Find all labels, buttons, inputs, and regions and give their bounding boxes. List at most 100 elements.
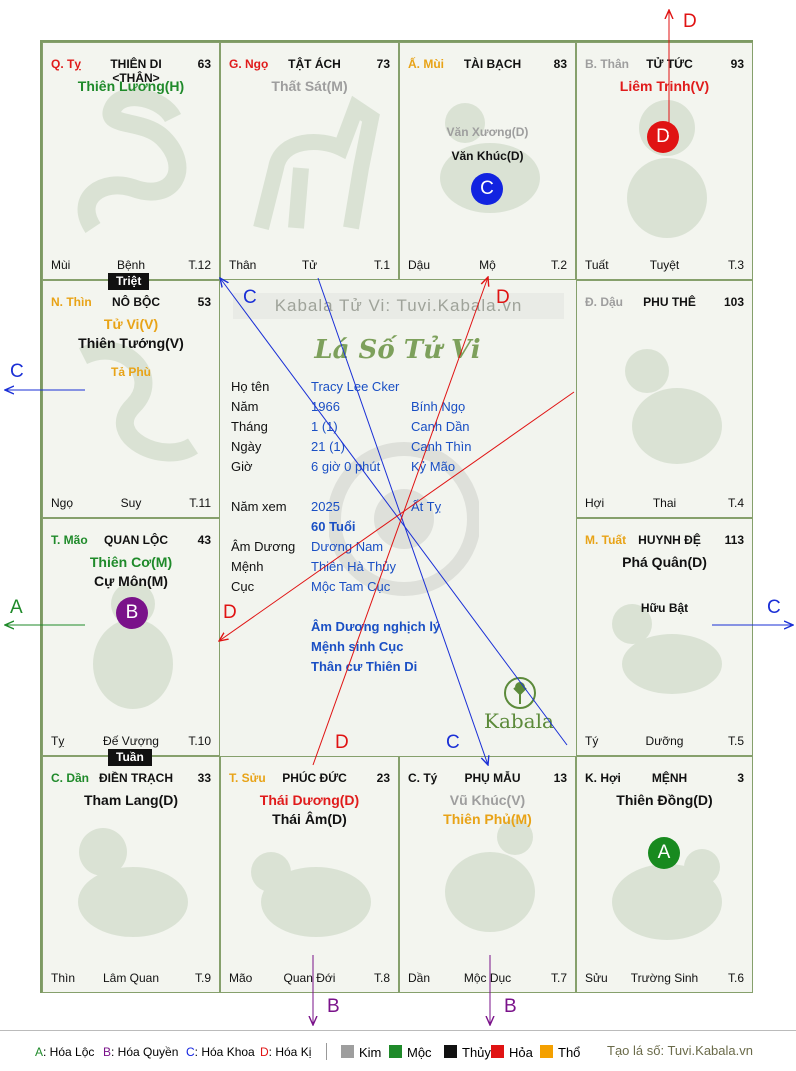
- palace-name: ĐIỀN TRẠCH: [99, 771, 173, 785]
- palace-name: MỆNH: [651, 771, 688, 785]
- center-info-panel: Kabala Tử Vi: Tuvi.Kabala.vn Lá Số Tử Vi…: [219, 279, 576, 756]
- legend-key: D: [260, 1045, 269, 1059]
- footer-branch: Dần: [408, 971, 431, 985]
- major-stars: Thiên Cơ(M)Cự Môn(M): [47, 553, 215, 591]
- tiger-watermark-icon: [78, 828, 188, 937]
- palace-age: 23: [376, 771, 390, 785]
- info-label: Cục: [231, 579, 255, 594]
- footer-cycle: Thai: [652, 496, 677, 510]
- kabala-logo-text: Kabala: [484, 709, 554, 733]
- palace-can-chi: M. Tuất: [585, 533, 627, 547]
- line-red-2: [219, 391, 575, 641]
- palace-age: 13: [553, 771, 567, 785]
- palace-can-chi: Ấ. Mùi: [408, 57, 444, 71]
- snake-watermark-icon: [77, 88, 187, 233]
- footer-month: T.9: [194, 971, 211, 985]
- element-color-swatch: [444, 1045, 457, 1058]
- minor-star: Hữu Bật: [640, 601, 689, 615]
- palace-header: C. Tý PHỤ MẪU 13: [408, 771, 567, 787]
- footer-branch: Tỵ: [51, 734, 65, 748]
- footer-cycle: Tử: [301, 258, 318, 272]
- element-label: Hỏa: [509, 1045, 533, 1060]
- legend-hoa-item: C: Hóa Khoa: [186, 1045, 255, 1059]
- info-label: Ngày: [231, 439, 262, 454]
- info-can-chi: Canh Dần: [411, 419, 470, 434]
- footer-month: T.7: [550, 971, 567, 985]
- legend-text: : Hóa Kị: [268, 1045, 312, 1059]
- element-label: Mộc: [407, 1045, 432, 1060]
- info-label: Năm: [231, 399, 259, 414]
- minor-star: Văn Xương(D): [446, 125, 529, 139]
- palace-can-chi: C. Tý: [408, 771, 438, 785]
- palace-name: PHÚC ĐỨC: [282, 771, 347, 785]
- info-label: Năm xem: [231, 499, 287, 514]
- footer-branch: Tuất: [585, 258, 609, 272]
- element-color-swatch: [389, 1045, 402, 1058]
- chart-note: Âm Dương nghịch lý: [311, 619, 441, 634]
- chart-note: Mệnh sinh Cục: [311, 639, 404, 654]
- element-label: Thổ: [558, 1045, 581, 1060]
- info-label: Giờ: [231, 459, 253, 474]
- palace-can-chi: Q. Tỵ: [51, 57, 82, 71]
- hoa-badge-d: D: [647, 121, 679, 153]
- arrow-label-bottom-b2: B: [504, 996, 517, 1017]
- footer-month: T.6: [727, 971, 744, 985]
- major-star: Thiên Đồng(D): [616, 792, 713, 808]
- info-value: 1 (1): [311, 419, 338, 434]
- info-can-chi: Bính Ngọ: [411, 399, 466, 414]
- palace-can-chi: T. Mão: [51, 533, 88, 547]
- info-value: Mộc Tam Cục: [311, 579, 391, 594]
- age-value: 60 Tuổi: [311, 519, 356, 534]
- arrow-label-right-c: C: [767, 597, 781, 618]
- footer-month: T.11: [189, 496, 211, 510]
- arrow-label-top-d: D: [683, 11, 697, 32]
- footer-branch: Sửu: [585, 971, 608, 985]
- major-star: Thiên Lương(H): [77, 78, 185, 94]
- chart-note: Thân cư Thiên Di: [311, 659, 418, 674]
- element-label: Kim: [359, 1045, 382, 1060]
- footer-month: T.2: [550, 258, 567, 272]
- major-star: Thiên Phủ(M): [443, 811, 532, 827]
- element-color-swatch: [341, 1045, 354, 1058]
- major-stars: Thất Sát(M): [225, 77, 394, 96]
- palace-age: 83: [553, 57, 567, 71]
- legend-hoa-item: A: Hóa Lộc: [35, 1045, 94, 1059]
- major-stars: Vũ Khúc(V)Thiên Phủ(M): [404, 791, 571, 829]
- arrow-label-line-d2: D: [223, 602, 237, 623]
- kabala-tree-icon: [504, 677, 536, 709]
- legend-divider: [326, 1043, 327, 1060]
- info-value: 2025: [311, 499, 340, 514]
- footer-cycle: Mộc Dục: [463, 971, 512, 985]
- palace-name: PHỤ MẪU: [464, 771, 521, 785]
- footer-month: T.10: [188, 734, 211, 748]
- major-star: Thiên Cơ(M): [89, 554, 173, 570]
- dragon-watermark-icon: [78, 341, 198, 462]
- footer-month: T.1: [373, 258, 390, 272]
- hoa-badge-a: A: [648, 837, 680, 869]
- info-label: Âm Dương: [231, 539, 296, 554]
- footer-cycle: Suy: [120, 496, 142, 510]
- arrow-label-line-c2: C: [446, 732, 460, 753]
- site-watermark-banner: Kabala Tử Vi: Tuvi.Kabala.vn: [233, 293, 564, 319]
- mouse-watermark-icon: [445, 819, 535, 932]
- major-stars: Thiên Đồng(D): [581, 791, 748, 810]
- palace-can-chi: G. Ngọ: [229, 57, 269, 71]
- legend-key: A: [35, 1045, 44, 1059]
- footer-branch: Thân: [229, 258, 257, 272]
- footer-branch: Hợi: [585, 496, 605, 510]
- palace-age: 73: [376, 57, 390, 71]
- dog-watermark-icon: [612, 604, 722, 694]
